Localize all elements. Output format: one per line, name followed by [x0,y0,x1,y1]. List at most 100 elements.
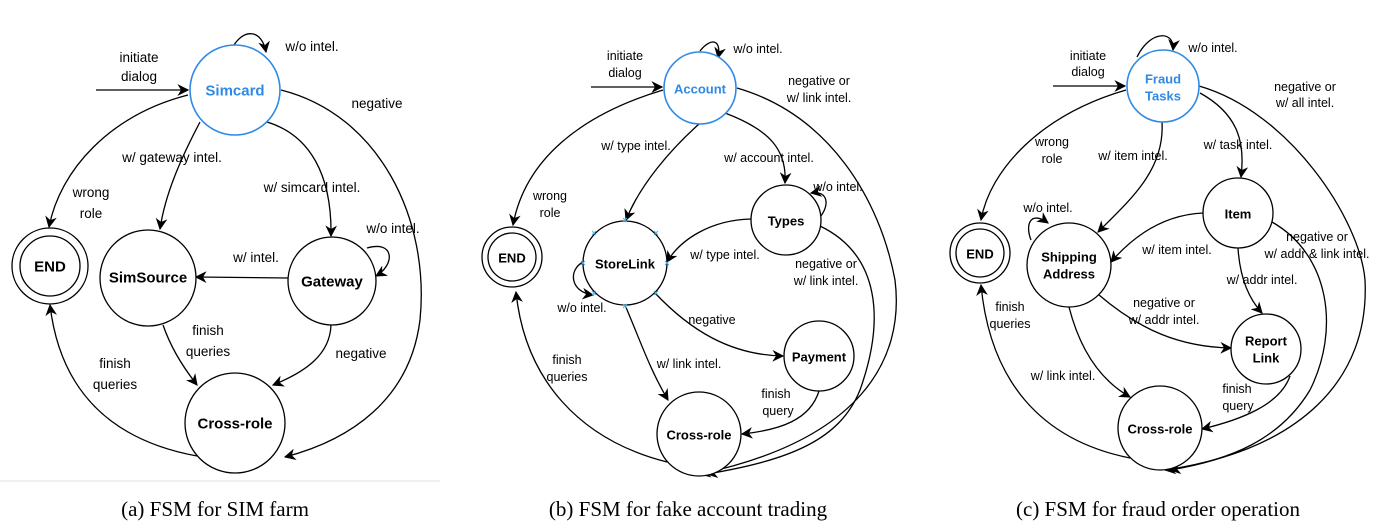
edge-crossrole-to-end [511,290,668,463]
edge-label: w/o intel. [365,221,419,236]
panel-c-fraud-order: Fraud Tasks END Item Shipping Address Re… [949,35,1370,521]
edge-simcard-to-simsource [155,121,201,231]
edge-self-gateway [366,245,390,277]
edge-label: w/ account intel. [723,151,814,165]
edge-label: negative or [788,74,850,88]
edge-fraudtasks-to-crossrole [1163,85,1366,475]
edge-label: w/ addr intel. [1128,313,1200,327]
node-report-link: Report Link [1230,313,1302,385]
node-storelink: StoreLink [580,217,670,309]
edge-item-to-shipping [1110,212,1204,263]
node-label: Cross-role [666,428,731,443]
edge-label: w/ addr intel. [1226,273,1298,287]
edge-label: w/ task intel. [1203,138,1273,152]
edge-simcard-to-end [45,94,189,229]
edge-label: w/ item intel. [1141,243,1211,257]
connection-markers [580,217,670,309]
node-label: SimSource [109,270,187,287]
edge-label: finish [192,323,224,338]
node-label: StoreLink [595,257,656,272]
edge-label: w/o intel. [812,180,862,194]
node-types: Types [750,184,822,256]
edge-self-simcard [233,33,270,54]
caption-b: (b) FSM for fake account trading [549,497,828,521]
edge-self-storelink [572,261,595,300]
edge-types-to-storelink [666,218,752,264]
edge-label: dialog [608,66,641,80]
edge-label: dialog [1071,65,1104,79]
edge-label: negative or [795,257,857,271]
edge-label: negative or [1133,296,1195,310]
edge-gateway-to-simsource [194,271,289,283]
edge-self-types [809,185,827,218]
edge-self-shipping [1027,212,1049,241]
edge-label: queries [186,344,231,359]
edge-fraudtasks-to-end [977,89,1127,222]
edge-label: w/o intel. [1022,201,1072,215]
edge-label: w/ link intel. [1030,369,1096,383]
edge-crossrole-to-end [45,303,198,457]
edge-label: finish [761,387,790,401]
edge-label: query [1222,399,1254,413]
edge-label: w/ addr & link intel. [1264,247,1370,261]
edge-label: negative [688,313,735,327]
edge-label: initiate [607,49,643,63]
node-label: END [966,247,993,262]
edge-label: negative [335,346,386,361]
edge-label: w/ type intel. [600,139,670,153]
node-simcard: Simcard [189,44,281,136]
panel-b-fake-account: Account END StoreLink Types [481,41,897,521]
edge-label: role [80,206,103,221]
edge-label: queries [93,377,138,392]
edge-item-to-crossrole [1168,221,1328,475]
node-label: Address [1043,267,1095,282]
node-label: Cross-role [1127,422,1192,437]
node-label: Cross-role [197,416,272,433]
edge-shipping-to-crossrole [1068,306,1132,398]
node-label: Account [674,82,727,97]
edge-simcard-to-gateway [266,121,338,238]
node-end-b: END [481,226,543,288]
edge-label: w/ link intel. [656,357,722,371]
edge-label: wrong [1034,135,1069,149]
edge-account-to-storelink [624,123,700,222]
caption-a: (a) FSM for SIM farm [121,497,309,521]
caption-c: (c) FSM for fraud order operation [1016,497,1300,521]
edge-crossrole-to-end [976,283,1131,459]
edge-item-to-reportlink [1237,247,1263,314]
edge-label: role [540,206,561,220]
edge-label: w/ gateway intel. [121,150,222,165]
edge-label: finish [99,356,131,371]
edge-label: w/o intel. [732,42,782,56]
edge-simcard-to-crossrole [280,89,422,460]
node-label: Simcard [205,83,264,100]
edge-label: initiate [119,50,158,65]
edge-label: queries [547,370,588,384]
edge-shipping-to-reportlink [1098,294,1233,354]
edge-gateway-to-crossrole [271,324,332,387]
node-crossrole-c: Cross-role [1117,385,1203,471]
node-label: Fraud [1145,72,1181,87]
node-gateway: Gateway [287,236,377,326]
edge-label: w/ all intel. [1275,96,1334,110]
edge-label: queries [990,317,1031,331]
node-label: Payment [792,350,847,365]
node-item: Item [1202,177,1274,249]
edge-label: wrong [72,185,110,200]
edge-fraudtasks-to-item [1199,92,1249,179]
edge-label: dialog [121,69,157,84]
edge-label: w/ link intel. [786,91,852,105]
edge-self-account [699,41,726,60]
edge-label: w/ type intel. [689,248,759,262]
edge-label: w/ item intel. [1097,149,1167,163]
node-label: Gateway [301,274,363,291]
edge-label: finish [995,300,1024,314]
edge-payment-to-crossrole [740,390,820,439]
edge-label: negative or [1274,80,1336,94]
node-simsource: SimSource [99,229,197,327]
edge-label: w/o intel. [556,301,606,315]
node-label: END [498,251,525,266]
edge-reportlink-to-crossrole [1200,375,1291,433]
node-label: Link [1253,351,1280,366]
